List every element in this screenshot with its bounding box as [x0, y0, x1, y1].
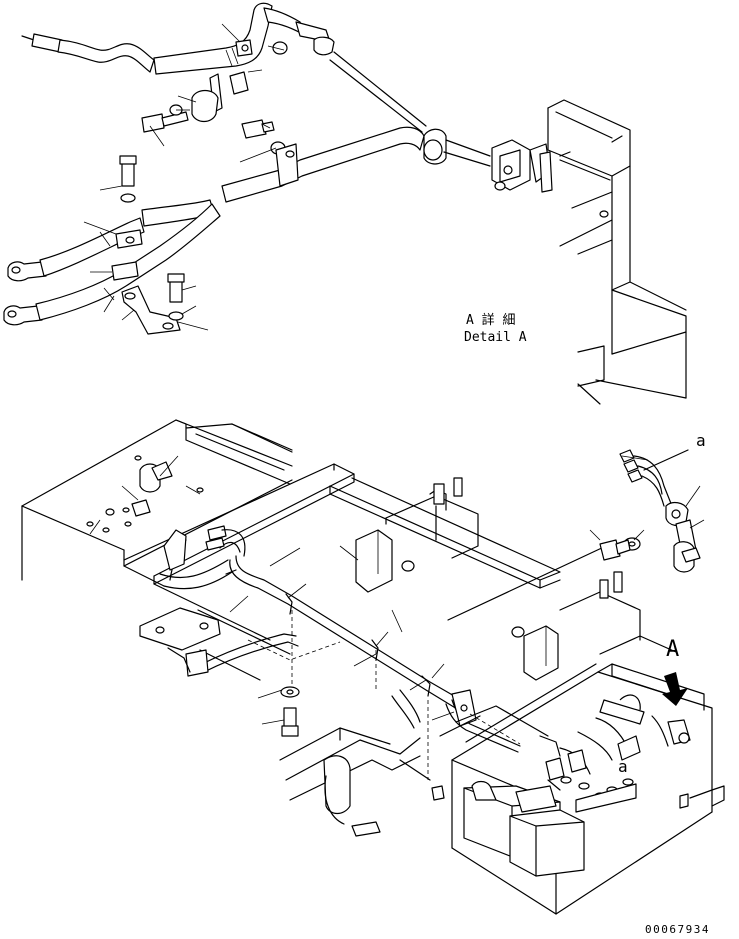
leader-lines-main	[89, 455, 705, 725]
battery-cable-upper	[153, 2, 427, 133]
leader-lines-detail	[83, 23, 285, 331]
detail-a-view: A 詳 細 Detail A	[3, 2, 687, 405]
ref-a-label-top: a	[696, 431, 706, 450]
left-compartment	[21, 419, 293, 587]
detail-label-jp: A 詳 細	[466, 312, 515, 328]
cable-terminal-top	[21, 33, 155, 73]
crossmember	[355, 477, 677, 681]
battery-box	[439, 663, 725, 915]
battery-cable-lower	[3, 199, 221, 326]
battery-box-detail	[547, 99, 687, 405]
front-frame	[323, 755, 445, 837]
drawing-number: 00067934	[645, 923, 710, 936]
detail-label-en: Detail A	[464, 330, 527, 345]
bolt-washer-lower	[280, 686, 300, 737]
wiring-harness	[139, 525, 521, 753]
dashed-reference-lines	[247, 610, 521, 780]
relay-assembly	[491, 139, 553, 193]
frame-rails	[123, 463, 561, 801]
view-arrow-label: A	[666, 637, 679, 662]
view-arrow-a: A	[662, 637, 688, 706]
main-view: A a a	[21, 419, 725, 915]
clamp-hardware	[141, 71, 286, 155]
bolt-bracket-lower	[111, 155, 185, 335]
ref-a-label-bottom: a	[618, 757, 628, 776]
ground-cable-parts: a a	[599, 431, 706, 776]
battery-cable-middle	[221, 126, 491, 203]
